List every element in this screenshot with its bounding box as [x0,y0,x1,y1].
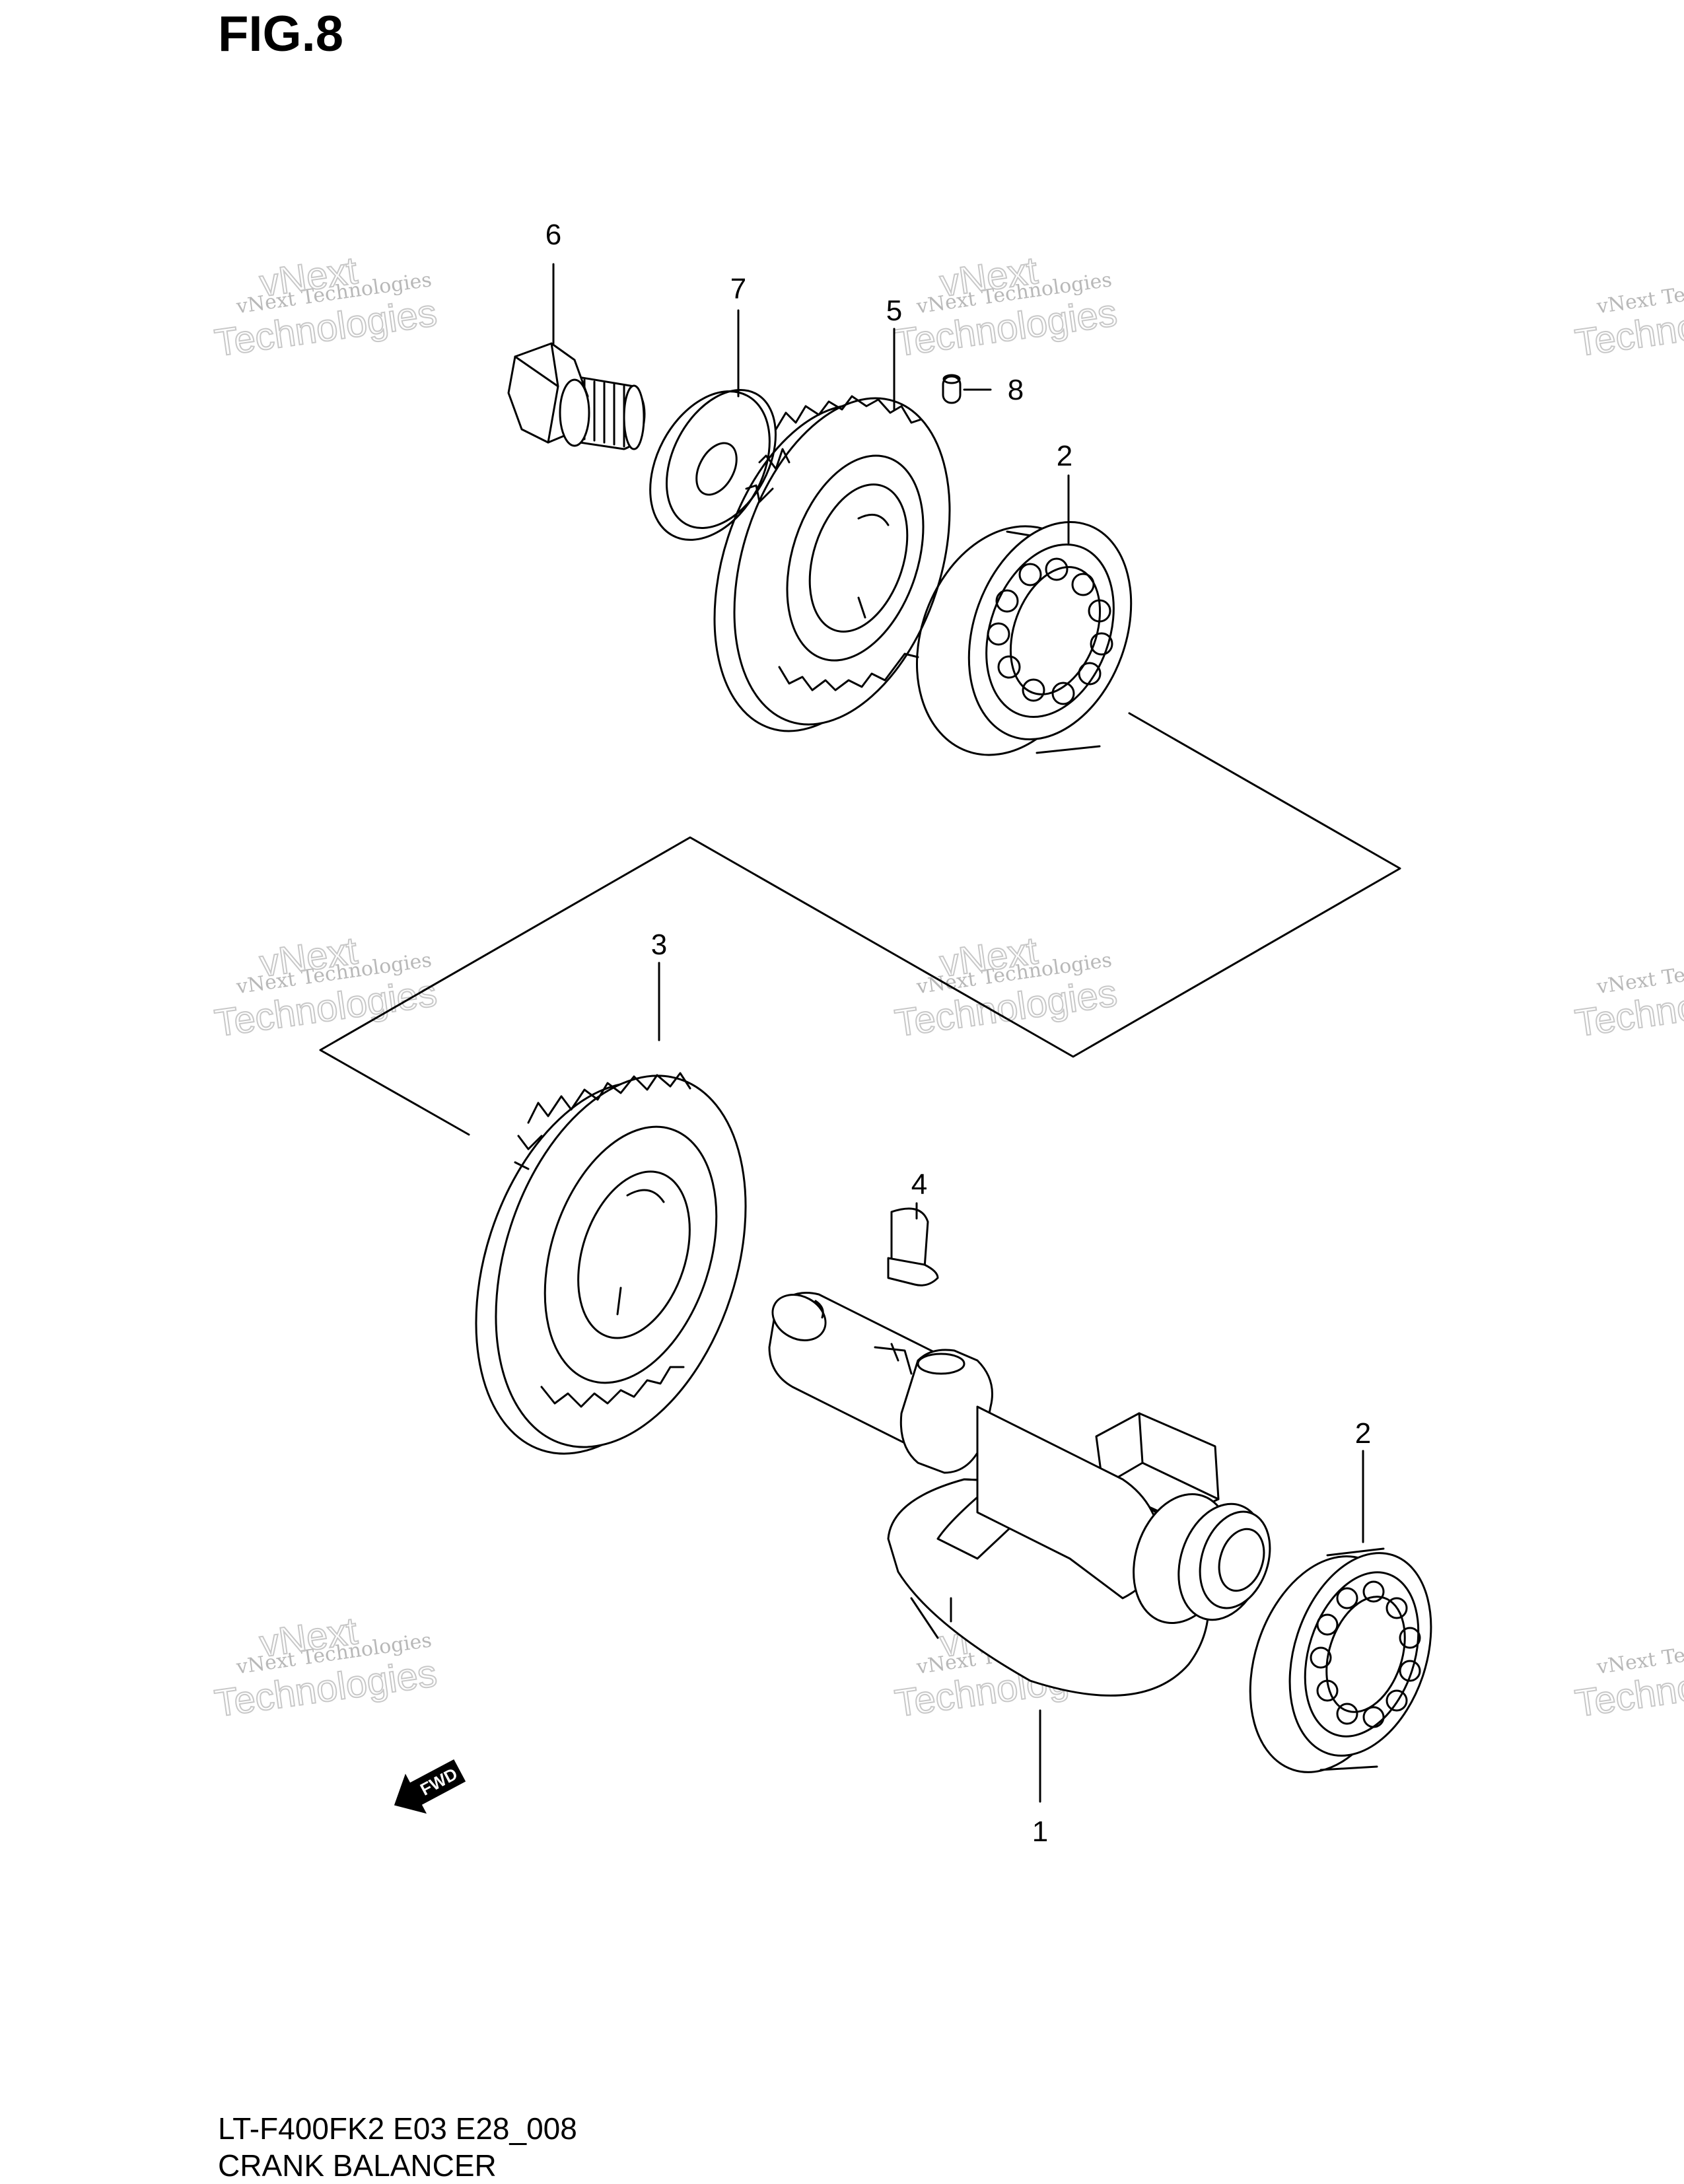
flange-bolt [507,342,646,450]
diagram-caption: CRANK BALANCER [218,2148,497,2183]
callout-3: 3 [651,929,667,961]
callouts: 6 7 5 8 2 3 4 2 1 [545,219,1371,1848]
drive-gear [475,1072,747,1455]
callout-8: 8 [1008,374,1024,406]
leader-lines [552,263,1364,1803]
callout-5: 5 [886,295,902,327]
balancer-shaft [768,1292,1271,1697]
key [887,1207,939,1286]
watermark: vNext Technologies vNext Technologies [892,929,1120,1045]
watermark: vNext Technologies vNext Technologies [211,929,440,1045]
bearing-bottom [1249,1547,1432,1773]
callout-1: 1 [1032,1815,1048,1848]
watermark-group: vNext Technologies vNext Technologies vN… [211,248,1684,1726]
callout-4: 4 [911,1168,927,1201]
bearing-top [916,520,1133,756]
footer: LT-F400FK2 E03 E28_008 CRANK BALANCER [218,2110,577,2184]
model-code: LT-F400FK2 E03 E28_008 [218,2111,577,2146]
pin [942,374,962,404]
callout-7: 7 [730,273,746,305]
watermark: vNext Technologies vNext Technologies [211,248,440,365]
watermark: vNext Technologies vNext Technologies [211,1609,440,1726]
figure-title: FIG.8 [218,6,344,62]
watermark: vNext Technologies Technologies [1572,1629,1684,1726]
watermark: vNext Technologies Technologies [1572,268,1684,365]
callout-2-top: 2 [1057,440,1072,472]
watermark: vNext Technologies vNext Technologies [892,248,1120,365]
driven-gear [713,395,951,732]
assembly-bracket-line [319,712,1401,1136]
watermark: vNext Technologies Technologies [1572,948,1684,1045]
callout-6: 6 [545,219,561,251]
callout-2-bottom: 2 [1355,1417,1371,1450]
fwd-arrow-icon: FWD [394,1759,466,1814]
